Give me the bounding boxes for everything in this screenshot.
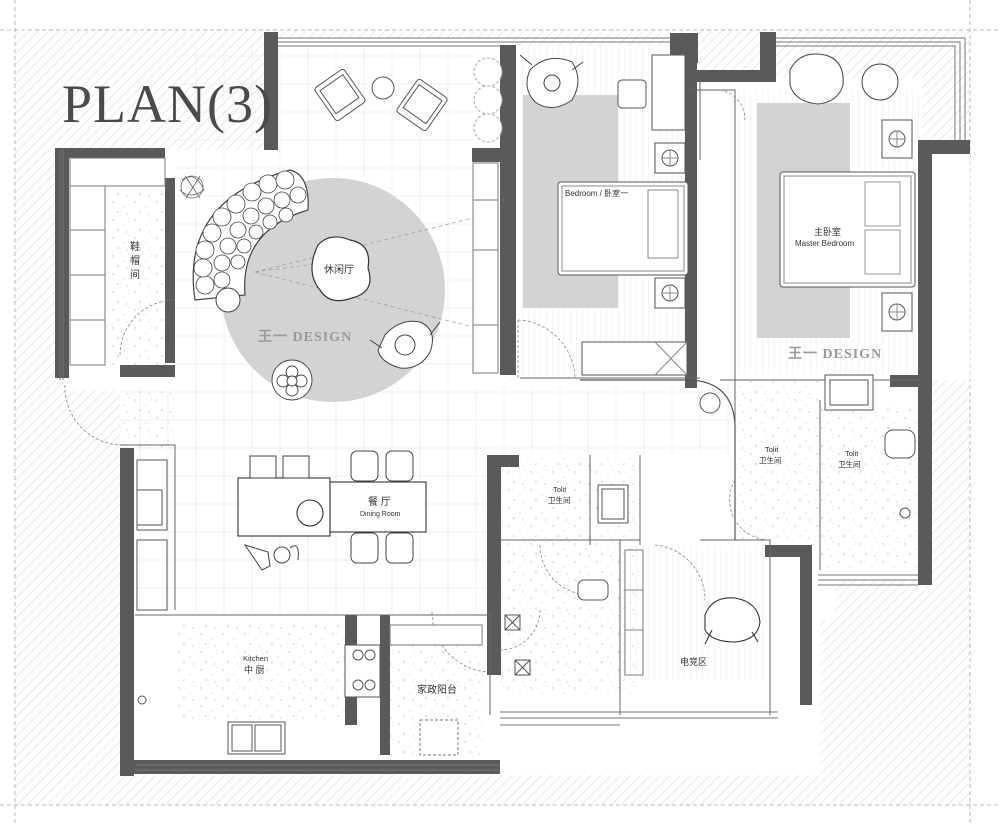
shoe-cabinet bbox=[69, 157, 166, 366]
master-bed bbox=[779, 171, 916, 288]
label-toilet-r1-cn: 卫生间 bbox=[759, 455, 782, 465]
label-dining-en: Dining Room bbox=[360, 511, 401, 518]
plant-decor bbox=[179, 175, 205, 199]
label-master-cn: 主卧室 bbox=[814, 226, 841, 237]
label-kitchen-en: Kitchen bbox=[243, 654, 268, 663]
round-pouf bbox=[271, 359, 313, 401]
label-laundry: 家政阳台 bbox=[417, 683, 457, 696]
label-kitchen-cn: 中 厨 bbox=[244, 664, 265, 675]
dining-table bbox=[237, 477, 427, 537]
bedroom1-chair bbox=[519, 54, 584, 108]
master-nightstands bbox=[881, 119, 913, 332]
stools-stack bbox=[473, 57, 503, 143]
label-toilet-mid-cn: 卫生间 bbox=[548, 495, 571, 505]
label-gaming: 电竞区 bbox=[680, 656, 707, 667]
lounge-cabinets bbox=[472, 162, 499, 374]
label-toilet-r2-en: Tolit bbox=[845, 449, 859, 458]
laundry-fixtures bbox=[389, 624, 483, 756]
column-round bbox=[699, 392, 721, 414]
label-toilet-r1-en: Tolit bbox=[765, 445, 779, 454]
windows bbox=[59, 37, 966, 771]
label-master-en: Master Bedroom bbox=[795, 239, 854, 248]
doors bbox=[64, 89, 771, 673]
kitchen-fixtures bbox=[136, 459, 381, 755]
lounge-chair bbox=[369, 320, 441, 369]
gaming-chair bbox=[624, 549, 761, 676]
label-toilet-r2-cn: 卫生间 bbox=[838, 459, 861, 469]
label-shoe-1: 鞋 bbox=[130, 240, 140, 253]
watermark-master: 王一 DESIGN bbox=[788, 346, 882, 362]
label-shoe-2: 帽 bbox=[130, 254, 140, 267]
label-toilet-mid-en: Tolit bbox=[553, 485, 567, 494]
curved-wall bbox=[580, 379, 736, 540]
room-labels: 鞋 帽 间 休闲厅 Bedroom / 卧室一 主卧室 Master Bedro… bbox=[130, 188, 861, 696]
person-figure bbox=[243, 544, 299, 571]
bathroom-fixtures bbox=[504, 374, 916, 676]
dining-chairs bbox=[249, 450, 414, 564]
lounge-armchairs bbox=[314, 68, 448, 132]
plan-title: PLAN(3) bbox=[62, 74, 273, 134]
label-dining-cn: 餐 厅 bbox=[368, 495, 391, 508]
curved-sofa bbox=[192, 169, 309, 313]
label-bedroom1: Bedroom / 卧室一 bbox=[565, 188, 628, 198]
label-lounge: 休闲厅 bbox=[324, 263, 354, 276]
coffee-table bbox=[311, 236, 371, 302]
watermark-lounge: 王一 DESIGN bbox=[258, 329, 352, 345]
bedroom1-furniture bbox=[557, 54, 689, 376]
master-armchair bbox=[789, 53, 899, 105]
label-shoe-3: 间 bbox=[130, 268, 140, 281]
